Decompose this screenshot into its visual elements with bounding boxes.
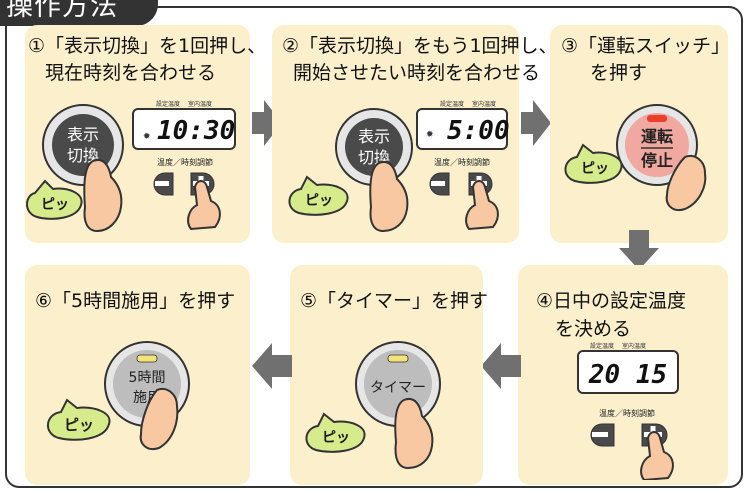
svg-text:設定温度: 設定温度 [156, 100, 180, 108]
svg-text:ピッ: ピッ [41, 197, 69, 213]
svg-text:室内温度: 室内温度 [622, 342, 646, 350]
step-4-line-1: ④日中の設定温度 [536, 290, 687, 312]
lcd-value: 5:00 [447, 116, 510, 146]
step-1-line-1: ①「表示切換」を1回押し、 [28, 35, 267, 57]
lcd-display [577, 350, 679, 394]
svg-text:✹: ✹ [143, 132, 151, 142]
sound-bubble: ピッ [26, 179, 83, 220]
outer-frame [5, 6, 743, 488]
svg-text:温度／時刻調節: 温度／時刻調節 [157, 157, 213, 167]
minus-button[interactable] [429, 172, 450, 196]
hand-icon [394, 398, 434, 470]
step-1-line-2: 現在時刻を合わせる [45, 62, 217, 84]
arrow-right-icon [521, 100, 551, 146]
step-3-line-1: ③「運転スイッチ」 [561, 35, 731, 57]
minus-button[interactable] [590, 423, 615, 447]
hand-icon [187, 180, 221, 231]
timer-button-label: タイマー [370, 380, 426, 396]
hand-icon [665, 155, 707, 211]
timer-button[interactable]: タイマー [355, 341, 441, 427]
svg-text:設定温度: 設定温度 [440, 100, 464, 108]
svg-text:ピッ: ピッ [64, 416, 94, 434]
step-5-illustration: タイマー ピッ [305, 341, 441, 470]
step-5-line-1: ⑤「タイマー」を押す [300, 290, 489, 312]
step-4-line-2: を決める [555, 318, 632, 340]
svg-text:ピッ: ピッ [581, 161, 609, 177]
display-button-label-2: 切換 [67, 146, 99, 165]
step-2-line-2: 開始させたい時刻を合わせる [293, 62, 541, 84]
arrow-right-icon [252, 100, 282, 146]
arrow-left-icon [252, 343, 292, 389]
five-hour-button-label-1: 5時間 [129, 370, 166, 386]
lcd-display [132, 108, 236, 150]
lcd-value: 20 15 [588, 360, 667, 390]
timer-indicator-led [387, 354, 409, 363]
page-title: 操作方法 [0, 0, 158, 26]
display-button-label-1: 表示 [358, 127, 390, 146]
run-button-label-1: 運転 [641, 127, 673, 146]
hand-icon [369, 161, 409, 233]
display-button-label-1: 表示 [67, 125, 99, 144]
hand-icon [139, 388, 179, 450]
arrow-left-icon [481, 343, 521, 389]
lcd-value: 10:30 [157, 116, 235, 146]
hand-icon [640, 431, 674, 480]
svg-text:ピッ: ピッ [305, 193, 333, 209]
sound-bubble: ピッ [47, 398, 111, 441]
svg-text:室内温度: 室内温度 [188, 100, 212, 108]
minus-button[interactable] [153, 172, 174, 196]
step-3-illustration: 運転 停止 ピッ [564, 104, 707, 211]
svg-text:室内温度: 室内温度 [472, 100, 496, 108]
svg-text:設定温度: 設定温度 [590, 342, 614, 350]
run-button-label-2: 停止 [641, 151, 673, 170]
step-2-line-1: ②「表示切換」をもう1回押し、 [282, 35, 558, 57]
hand-icon [465, 180, 499, 231]
step-4-illustration: 設定温度 室内温度 20 15 温度／時刻調節 [577, 342, 679, 480]
hand-icon [83, 159, 123, 233]
step-1-illustration: 表示 切換 ピッ 設定温度 室内温度 ✹ 10:30 温度／時刻調節 [26, 100, 236, 233]
step-6-illustration: 5時間 施用 ピッ [47, 341, 190, 450]
display-switch-button[interactable]: 表示 切換 [335, 108, 413, 186]
sound-bubble: ピッ [305, 412, 366, 453]
step-2-illustration: 表示 切換 ピッ 設定温度 室内温度 ✹ 5:00 温度／時刻調節 [288, 100, 510, 233]
run-stop-switch[interactable]: 運転 停止 [616, 104, 698, 186]
run-indicator-led [647, 115, 667, 122]
step-3-line-2: を押す [590, 62, 648, 84]
svg-text:温度／時刻調節: 温度／時刻調節 [434, 157, 490, 167]
five-hour-indicator-led [136, 354, 158, 363]
lcd-display [416, 108, 508, 150]
svg-text:ピッ: ピッ [322, 430, 350, 446]
sound-bubble: ピッ [288, 175, 349, 216]
step-6-line-1: ⑥「5時間施用」を押す [35, 290, 236, 312]
svg-text:✹: ✹ [426, 130, 434, 140]
sound-bubble: ピッ [564, 143, 623, 184]
arrow-down-icon [619, 230, 659, 270]
svg-text:温度／時刻調節: 温度／時刻調節 [599, 408, 655, 418]
